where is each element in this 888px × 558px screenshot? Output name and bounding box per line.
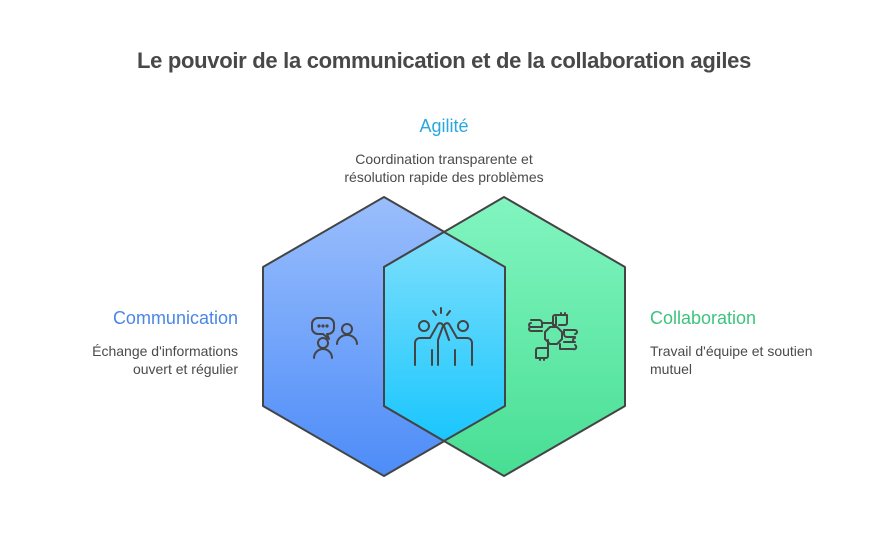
- agility-intersection-hexagon: [383, 231, 506, 442]
- communication-description: Échange d'informations ouvert et régulie…: [38, 342, 238, 378]
- collaboration-description-line2: mutuel: [650, 361, 693, 377]
- communication-description-line1: Échange d'informations: [92, 343, 238, 359]
- agility-description: Coordination transparente et résolution …: [294, 150, 594, 186]
- collaboration-description: Travail d'équipe et soutien mutuel: [650, 342, 870, 378]
- joined-hands-icon: [528, 312, 578, 361]
- high-five-icon: [414, 307, 473, 366]
- diagram-title: Le pouvoir de la communication et de la …: [136, 48, 752, 73]
- collaboration-description-line1: Travail d'équipe et soutien: [650, 343, 813, 359]
- communication-description-line2: ouvert et régulier: [132, 361, 238, 377]
- communication-label: Communication: [112, 308, 238, 328]
- agility-description-line2: résolution rapide des problèmes: [344, 169, 544, 185]
- collaboration-label: Collaboration: [650, 308, 757, 328]
- people-chat-icon: [311, 317, 358, 359]
- agility-label: Agilité: [419, 116, 469, 136]
- agility-description-line1: Coordination transparente et: [355, 151, 533, 167]
